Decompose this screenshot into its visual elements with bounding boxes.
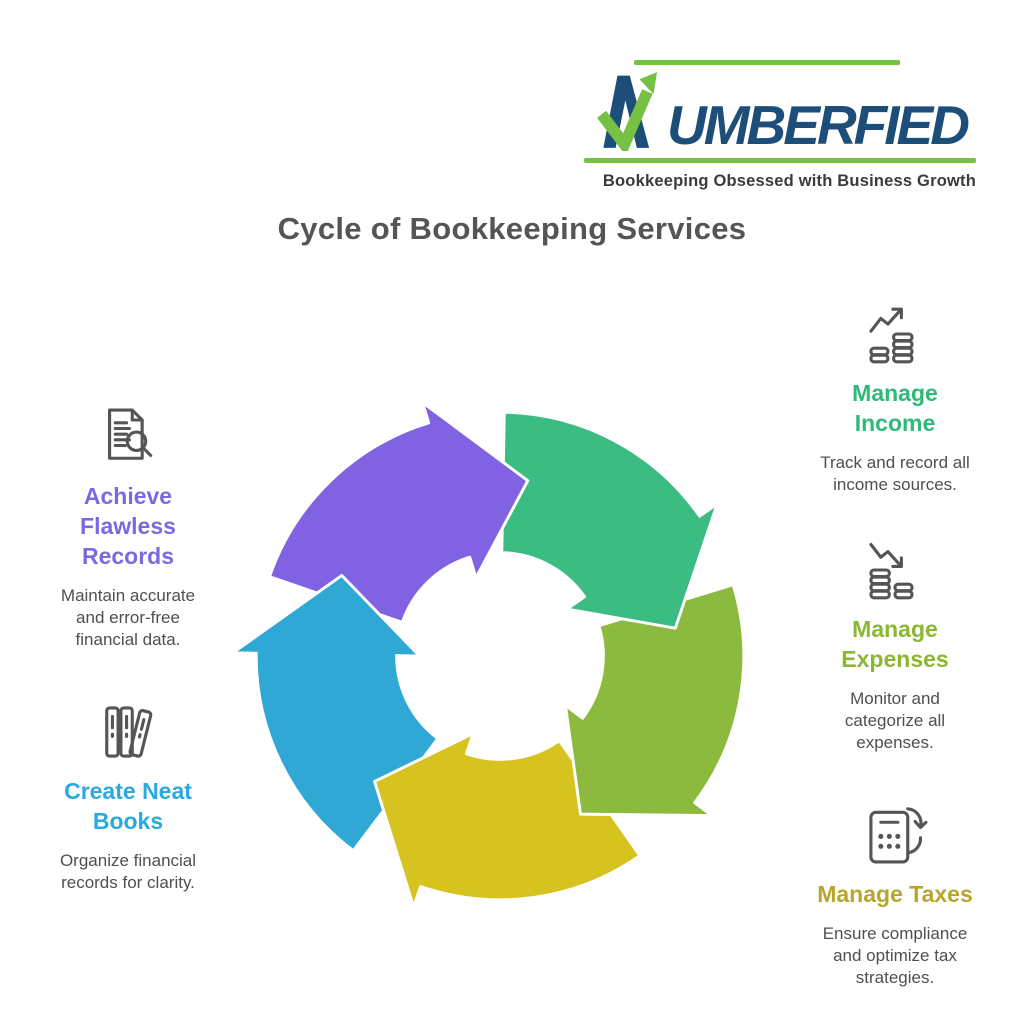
feature-create-neat-books: Create Neat Books Organize financial rec… [38,698,218,894]
feature-description: Maintain accurate and error-free financi… [60,585,196,649]
cycle-arrow-manage-income [500,410,719,630]
feature-heading: Manage Taxes [817,881,973,907]
feature-heading: Create Neat Books [64,778,192,834]
feature-heading: Manage Income [852,380,938,436]
feature-heading: Manage Expenses [841,616,949,672]
check-arrow-stroke [597,89,653,151]
rising-income-icon [869,307,914,364]
falling-expenses-icon [869,542,914,600]
feature-achieve-flawless-records: Achieve Flawless Records Maintain accura… [38,403,218,651]
logo-bottom-rule [584,158,976,163]
page-title: Cycle of Bookkeeping Services [277,211,747,246]
cycle-diagram [233,400,746,909]
feature-description: Monitor and categorize all expenses. [844,688,946,752]
cycle-arrow-manage-expenses [563,583,746,818]
feature-description: Organize financial records for clarity. [59,850,197,892]
cycle-arrow-manage-taxes [373,731,642,909]
stacked-books-icon [105,706,153,758]
tax-calculator-refresh-icon [869,807,928,864]
logo-top-rule [634,60,900,65]
brand-n-arrow-icon [597,72,658,151]
document-search-icon [108,408,153,460]
feature-manage-income: Manage Income Track and record all incom… [801,300,989,496]
cycle-arrow-achieve-flawless-records [268,400,530,624]
brand-logo: UMBERFIED Bookkeeping Obsessed with Busi… [584,60,976,191]
arrow-head-shape [639,72,658,95]
feature-manage-taxes: Manage Taxes Ensure compliance and optim… [796,801,994,989]
feature-description: Track and record all income sources. [820,452,970,494]
cycle-arrow-head-create-neat-books [233,574,420,656]
feature-heading: Achieve Flawless Records [80,483,176,569]
brand-wordmark: UMBERFIED [667,94,970,157]
brand-tagline: Bookkeeping Obsessed with Business Growt… [602,172,976,190]
feature-description: Ensure compliance and optimize tax strat… [822,923,968,988]
logo-row: UMBERFIED [584,69,976,157]
feature-manage-expenses: Manage Expenses Monitor and categorize a… [801,536,989,754]
